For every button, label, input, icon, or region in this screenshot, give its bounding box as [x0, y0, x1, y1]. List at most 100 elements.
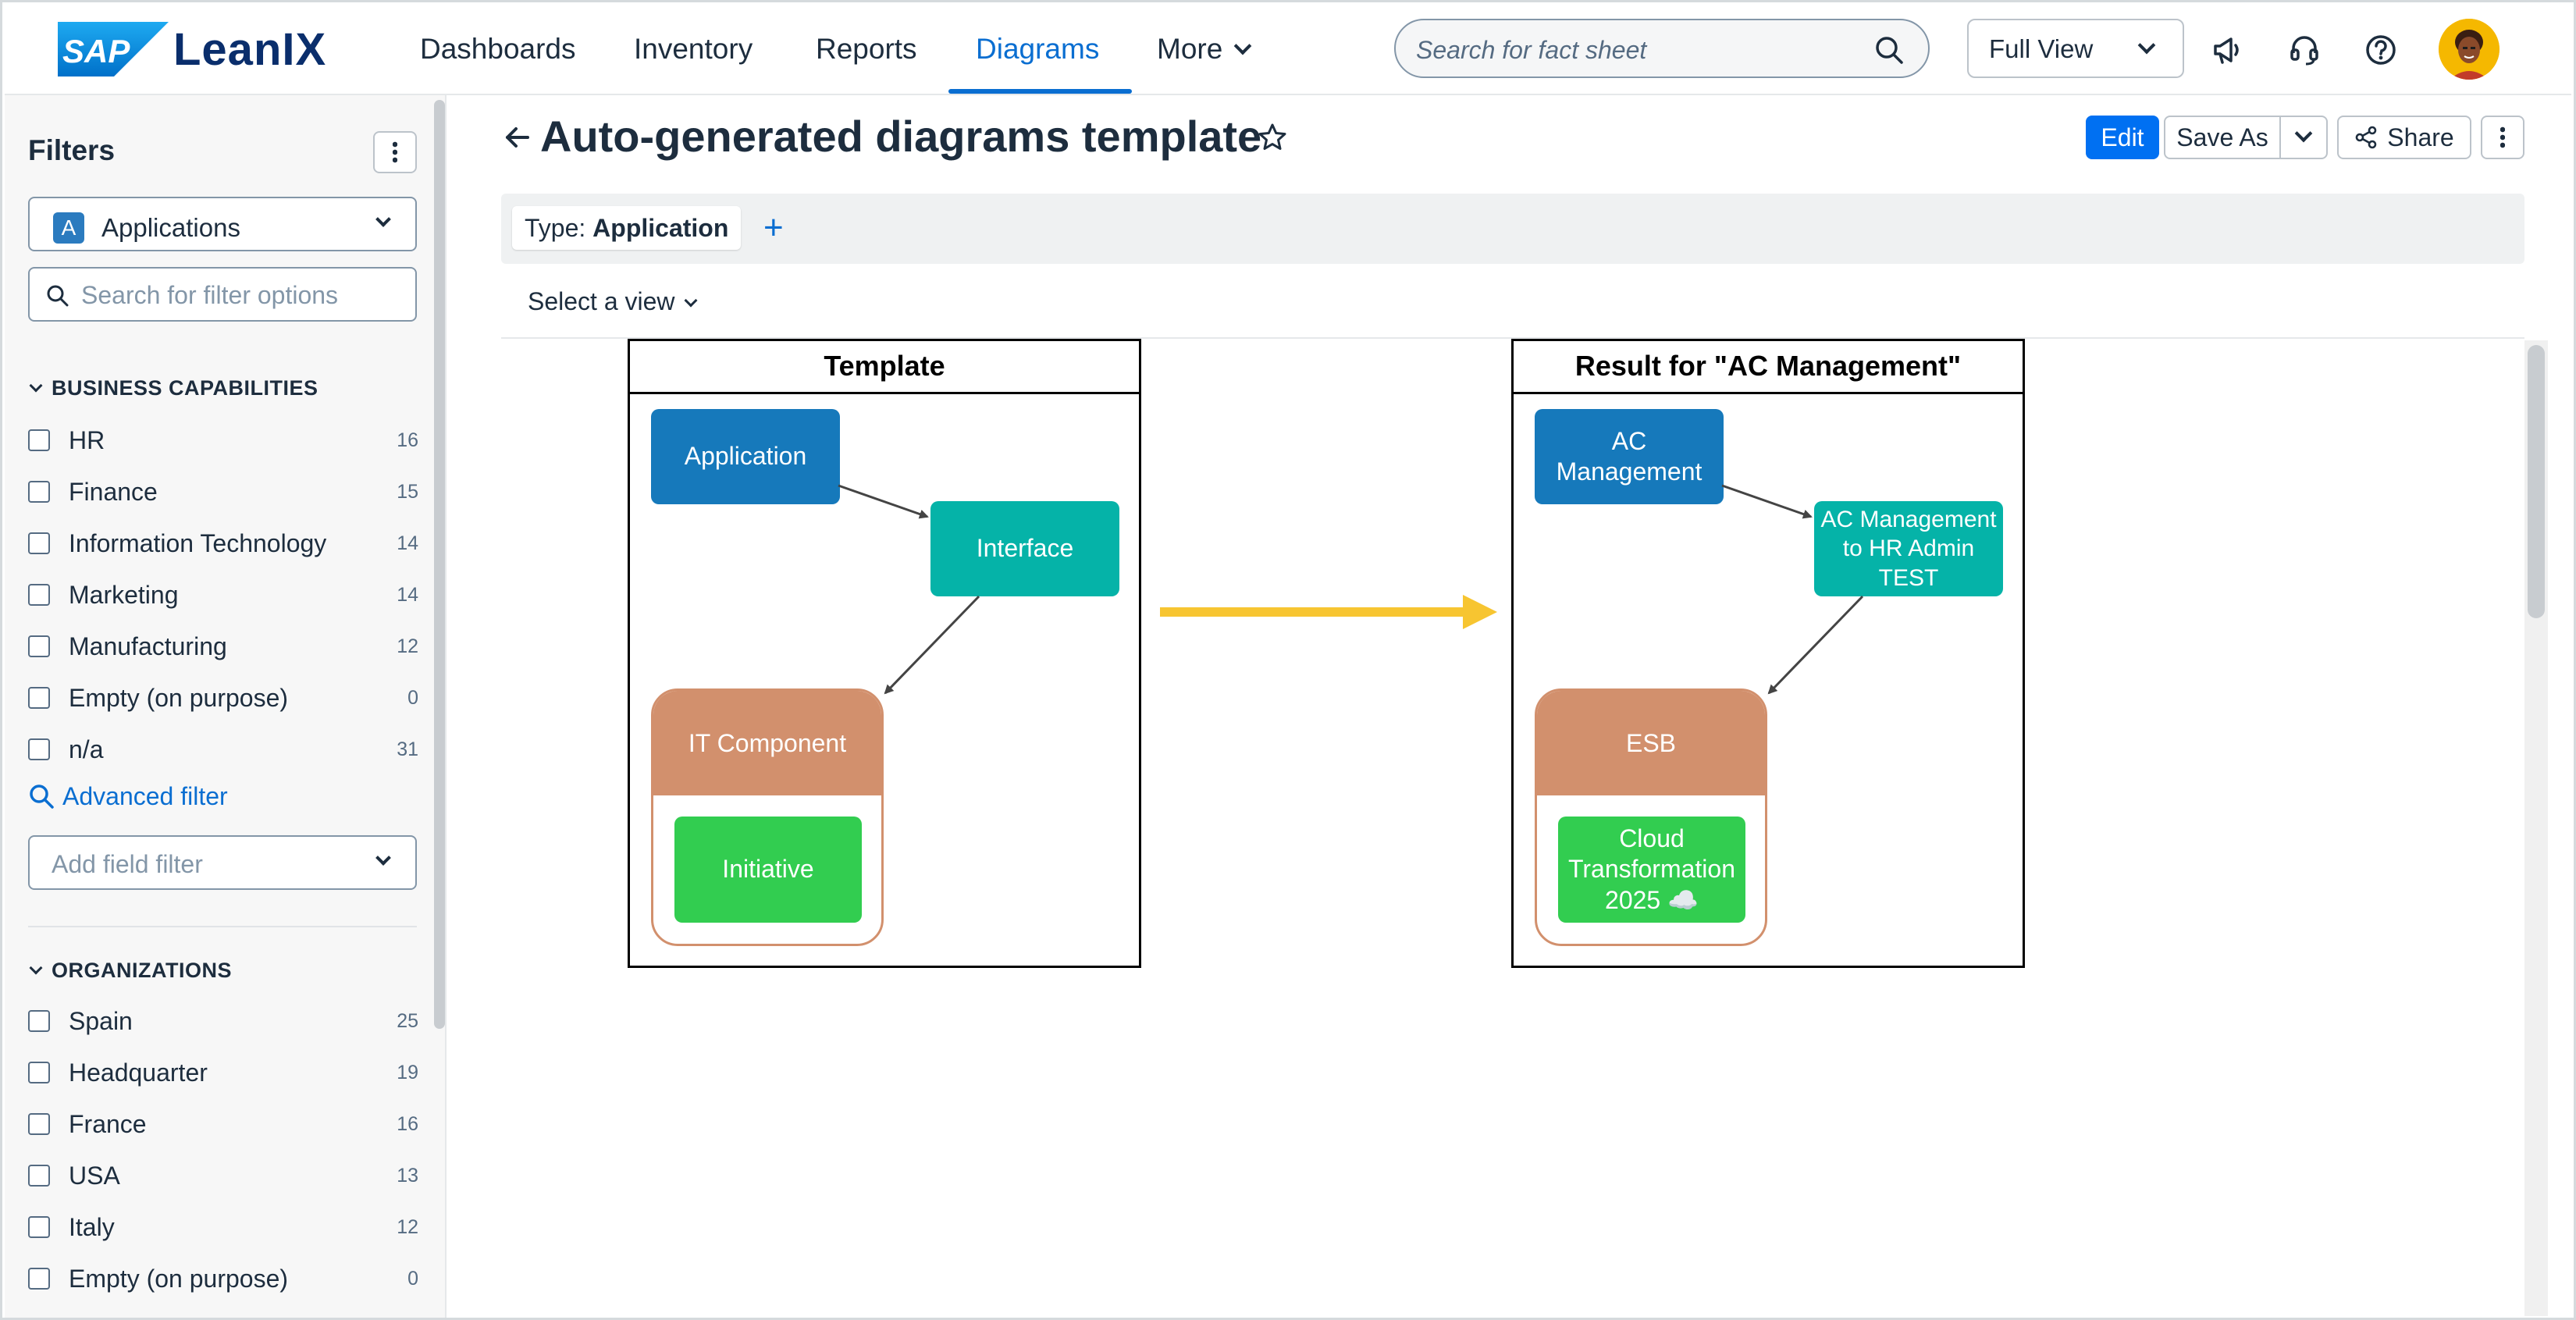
checkbox[interactable]: [28, 687, 50, 709]
view-select[interactable]: Select a view: [528, 287, 698, 316]
filter-label: Italy: [69, 1213, 115, 1241]
filter-count: 12: [397, 635, 418, 657]
divider: [28, 926, 417, 927]
checkbox[interactable]: [28, 532, 50, 554]
kebab-icon: [393, 141, 397, 164]
more-actions-button[interactable]: [2481, 116, 2524, 159]
section-business-capabilities[interactable]: BUSINESS CAPABILITIES: [28, 376, 318, 400]
add-field-filter-select[interactable]: Add field filter: [28, 835, 417, 890]
avatar[interactable]: [2439, 19, 2500, 80]
edit-button[interactable]: Edit: [2086, 116, 2159, 159]
save-as-menu-button[interactable]: [2279, 116, 2328, 159]
checkbox[interactable]: [28, 635, 50, 657]
result-it-component-label: ESB: [1537, 691, 1765, 795]
template-interface-node[interactable]: Interface: [930, 501, 1119, 596]
nav-diagrams[interactable]: Diagrams: [976, 33, 1100, 65]
fact-sheet-search[interactable]: [1394, 19, 1930, 78]
connector-result-interface-itcomponent: [1767, 595, 1864, 695]
kebab-icon: [2500, 126, 2505, 149]
view-mode-select[interactable]: Full View: [1967, 19, 2184, 78]
headset-icon[interactable]: [2287, 33, 2322, 67]
save-as-button[interactable]: Save As: [2164, 116, 2281, 159]
plus-icon[interactable]: +: [763, 208, 784, 247]
megaphone-icon[interactable]: [2211, 33, 2245, 67]
chevron-down-icon: [2137, 36, 2156, 55]
fact-sheet-type-select[interactable]: A Applications: [28, 197, 417, 251]
checkbox[interactable]: [28, 429, 50, 451]
advanced-filter-label: Advanced filter: [62, 782, 228, 810]
filter-label: Empty (on purpose): [69, 684, 289, 712]
chevron-down-icon: [375, 850, 391, 866]
checkbox[interactable]: [28, 1216, 50, 1238]
result-title: Result for "AC Management": [1514, 341, 2023, 394]
checkbox[interactable]: [28, 1165, 50, 1187]
type-filter-chip[interactable]: Type: Application: [512, 206, 742, 250]
search-icon[interactable]: [1873, 34, 1905, 66]
checkbox[interactable]: [28, 584, 50, 606]
template-it-component-label: IT Component: [653, 691, 881, 795]
filter-options-input[interactable]: [81, 279, 393, 311]
search-icon: [30, 784, 54, 809]
filter-label: Headquarter: [69, 1058, 208, 1087]
filter-count: 0: [407, 1268, 418, 1290]
nav-dashboards[interactable]: Dashboards: [420, 33, 576, 65]
nav-reports[interactable]: Reports: [816, 33, 917, 65]
result-interface-node[interactable]: AC Management to HR Admin TEST: [1814, 501, 2003, 596]
canvas-scrollbar[interactable]: [2528, 345, 2545, 618]
section-heading: ORGANIZATIONS: [52, 959, 232, 982]
filter-row-empty-org[interactable]: Empty (on purpose)0: [28, 1265, 418, 1296]
star-icon[interactable]: [1257, 122, 1288, 153]
filter-count: 0: [407, 687, 418, 709]
nav-more[interactable]: More: [1157, 33, 1252, 66]
chevron-down-icon: [1233, 37, 1252, 55]
sidebar-scrollbar[interactable]: [434, 100, 445, 1029]
search-input[interactable]: [1416, 34, 1853, 66]
logo-text: LeanIX: [173, 23, 327, 75]
section-organizations[interactable]: ORGANIZATIONS: [28, 959, 232, 983]
connector-interface-itcomponent: [884, 595, 980, 695]
leanix-logo[interactable]: SAP LeanIX: [58, 22, 326, 76]
filter-options-search[interactable]: [28, 267, 417, 322]
checkbox[interactable]: [28, 738, 50, 760]
template-application-node[interactable]: Application: [651, 409, 840, 504]
result-application-node[interactable]: AC Management: [1535, 409, 1724, 504]
filter-count: 16: [397, 1113, 418, 1135]
result-initiative-node[interactable]: Cloud Transformation 2025 ☁️: [1558, 817, 1745, 923]
user-avatar-image: [2439, 19, 2500, 80]
filter-row-empty[interactable]: Empty (on purpose) 0: [28, 684, 418, 715]
page-title: Auto-generated diagrams template: [540, 112, 1262, 161]
nav-inventory[interactable]: Inventory: [634, 33, 753, 65]
checkbox[interactable]: [28, 481, 50, 503]
filter-label: France: [69, 1110, 147, 1138]
checkbox[interactable]: [28, 1010, 50, 1032]
active-filters-bar: Type: Application +: [501, 194, 2524, 264]
filter-count: 14: [397, 532, 418, 554]
svg-text:SAP: SAP: [62, 33, 130, 69]
checkbox[interactable]: [28, 1113, 50, 1135]
canvas-top-border: [501, 337, 2524, 339]
template-initiative-node[interactable]: Initiative: [674, 817, 862, 923]
chevron-down-icon: [29, 961, 43, 975]
checkbox[interactable]: [28, 1268, 50, 1290]
share-button[interactable]: Share: [2337, 116, 2471, 159]
filter-row-france[interactable]: France 16: [28, 1110, 418, 1141]
help-icon[interactable]: [2364, 33, 2398, 67]
sap-logo: SAP: [58, 22, 169, 76]
back-arrow-icon[interactable]: [503, 123, 531, 151]
checkbox[interactable]: [28, 1062, 50, 1083]
chip-value: Application: [592, 214, 729, 242]
filter-count: 25: [397, 1010, 418, 1032]
filter-count: 14: [397, 584, 418, 606]
advanced-filter-link[interactable]: Advanced filter: [28, 782, 228, 812]
filters-menu-button[interactable]: [373, 131, 417, 173]
